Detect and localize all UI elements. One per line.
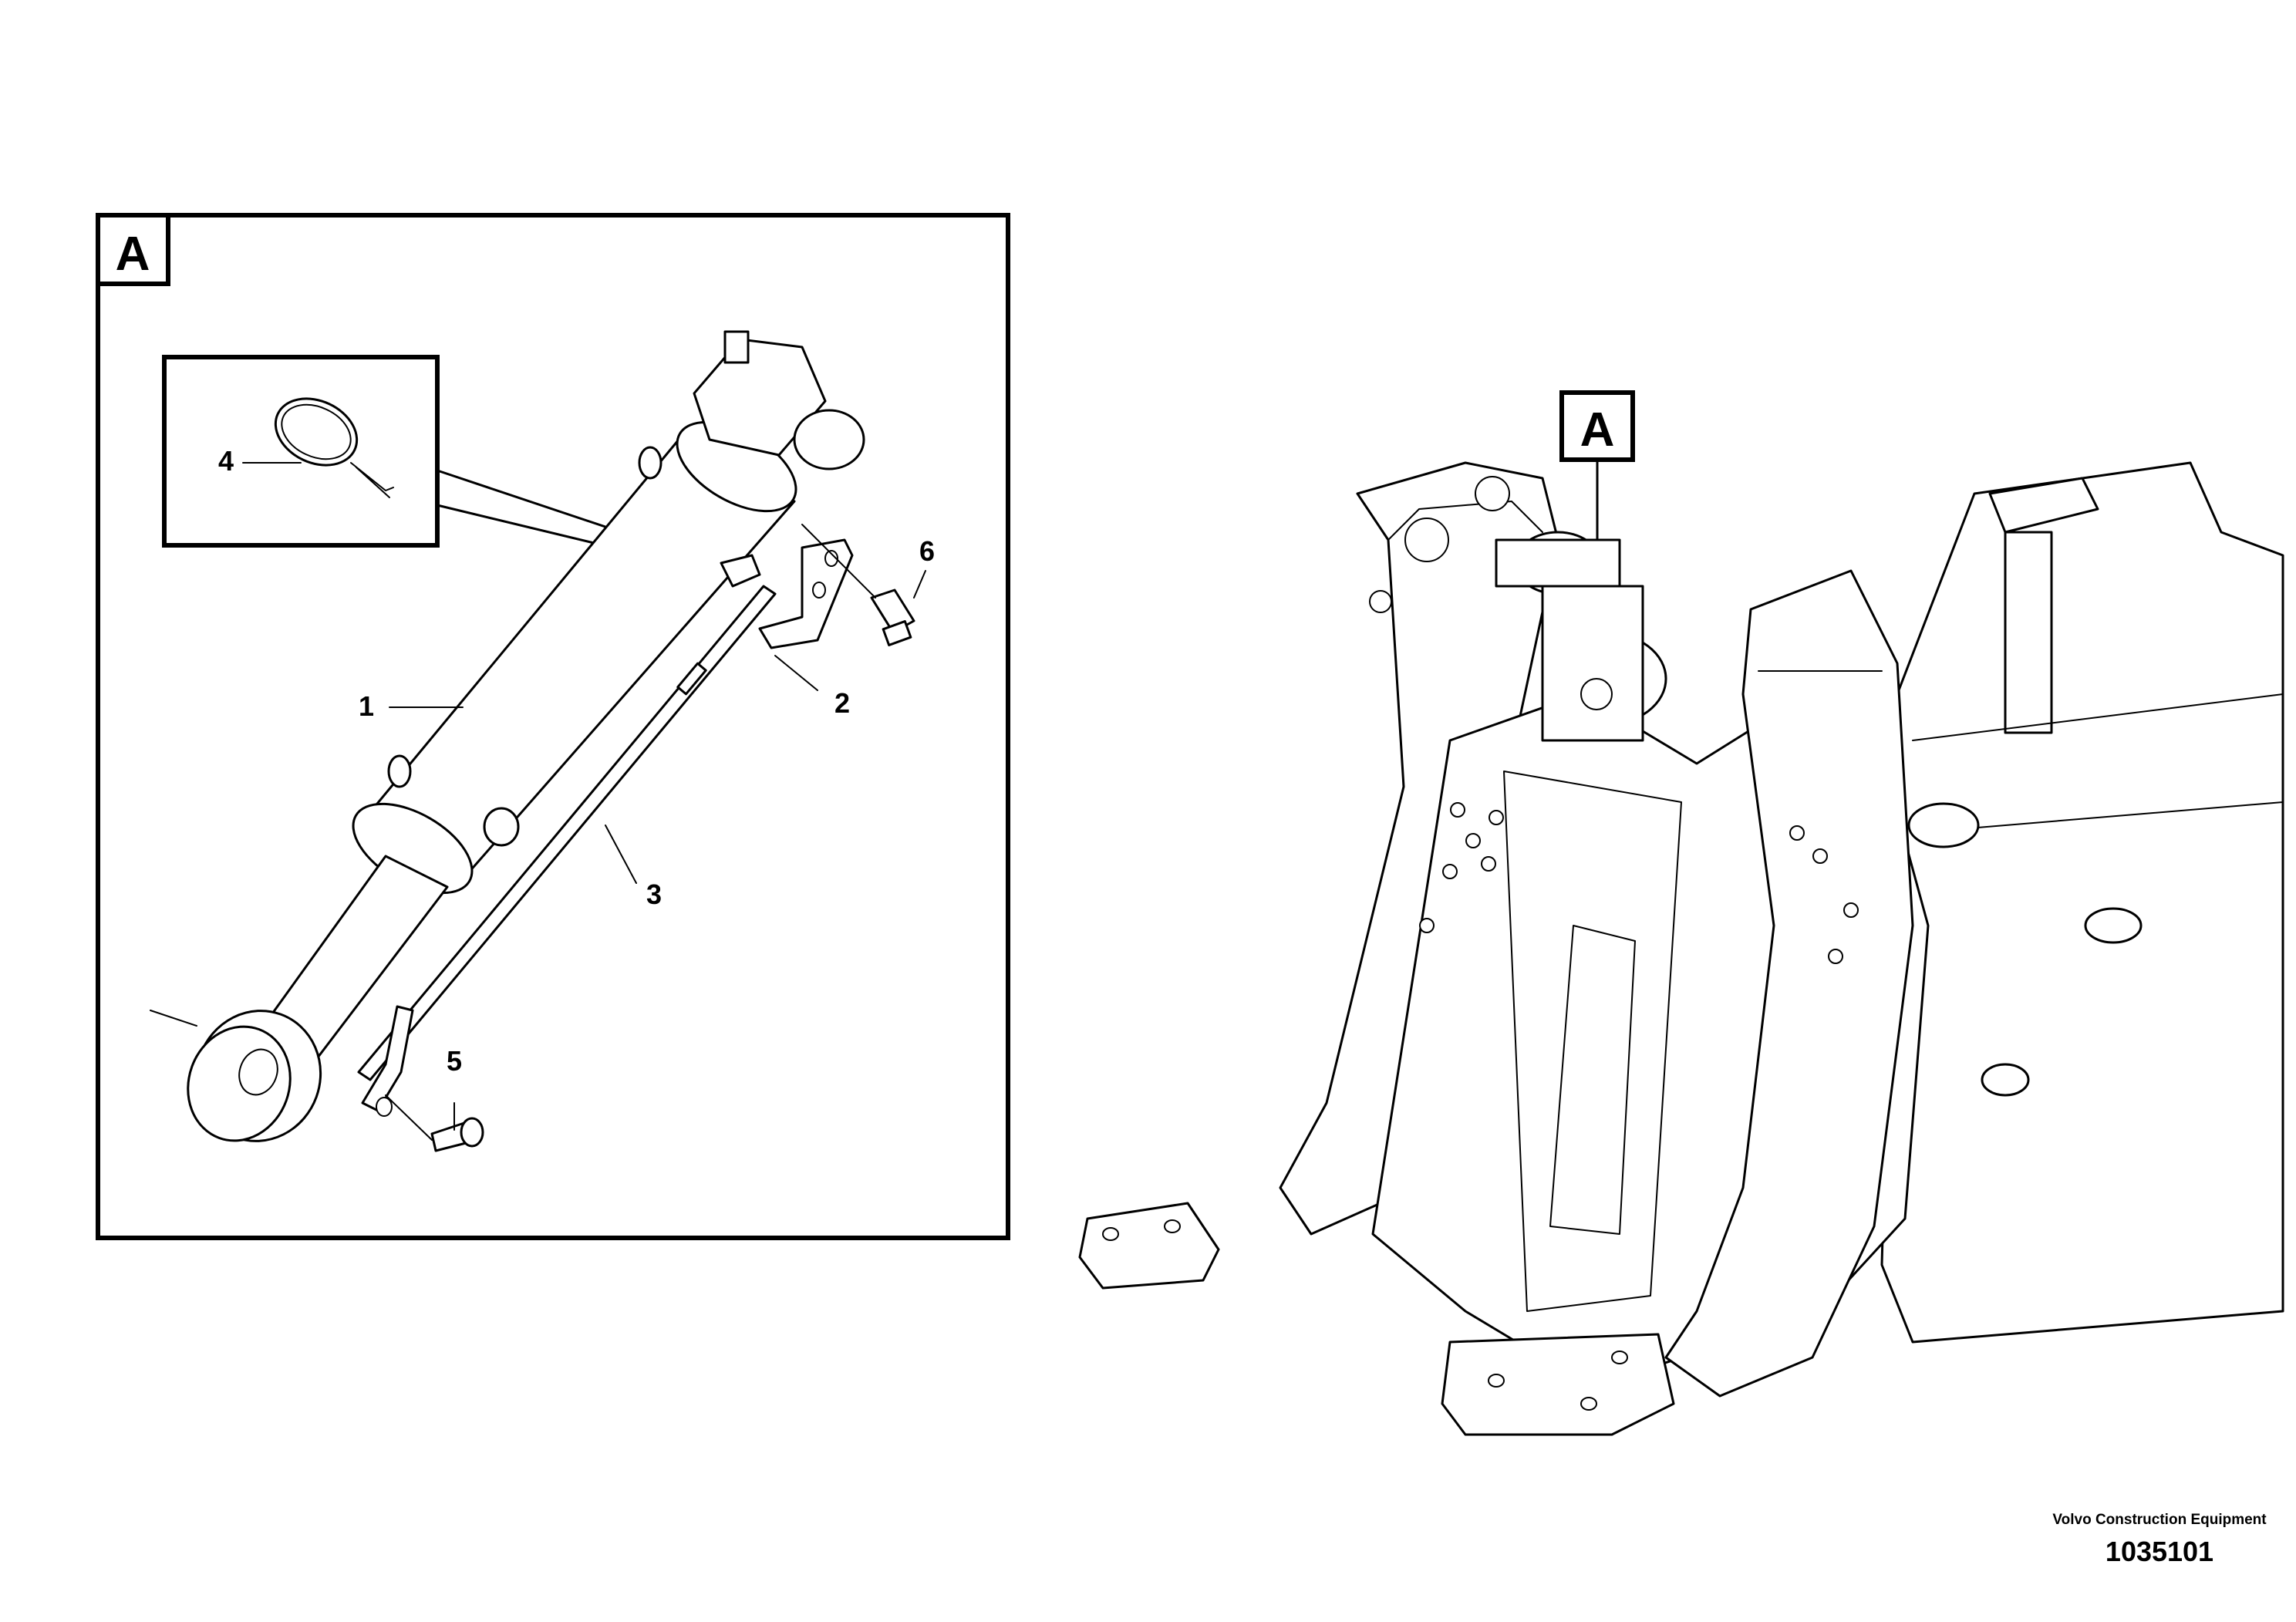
sensor-rod xyxy=(357,585,777,1117)
drawing-number: 1035101 xyxy=(2105,1536,2214,1567)
detail-view-label-box xyxy=(96,213,170,286)
callout-4: 4 xyxy=(218,445,234,477)
sensor xyxy=(801,524,915,646)
callout-2: 2 xyxy=(834,687,850,719)
manufacturer-name: Volvo Construction Equipment xyxy=(2052,1512,2267,1528)
callout-1: 1 xyxy=(359,690,374,722)
detail-view-a: A xyxy=(96,213,1010,1240)
callout-6: 6 xyxy=(919,535,935,567)
overview-marker-label: A xyxy=(1580,403,1615,457)
callout-3: 3 xyxy=(646,878,662,910)
screw xyxy=(385,1094,484,1152)
callout-5: 5 xyxy=(447,1045,462,1077)
detail-view-label: A xyxy=(116,228,150,281)
detail-view-frame xyxy=(96,213,1010,1240)
clamp-inset xyxy=(162,355,727,576)
hydraulic-cylinder xyxy=(150,330,865,1142)
callout-leaders xyxy=(242,462,926,1131)
front-frame-overview: A xyxy=(1078,390,2284,1436)
bracket xyxy=(720,538,854,649)
drawing-footer: Volvo Construction Equipment 1035101 xyxy=(2044,1512,2275,1570)
